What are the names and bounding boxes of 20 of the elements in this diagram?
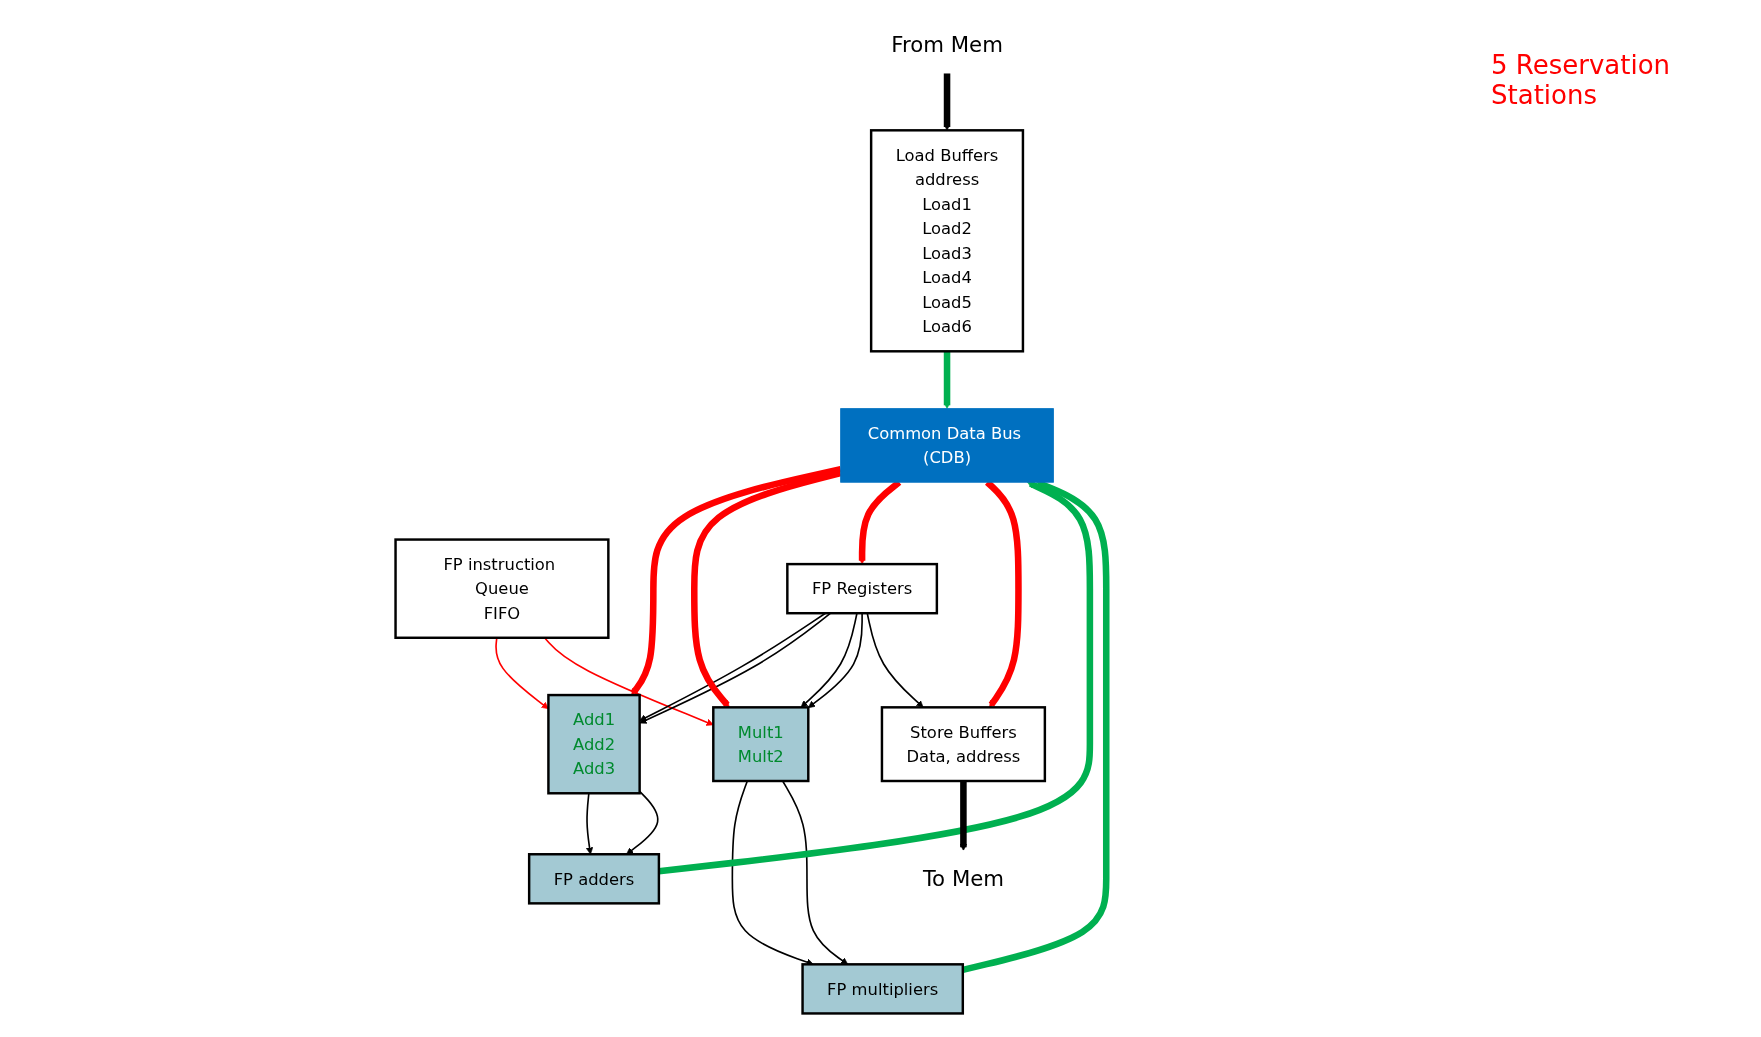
arrow (943, 351, 951, 409)
arrow (658, 480, 1093, 875)
node-box: Add1 Add2 Add3 (546, 693, 641, 795)
node-box: FP instruction Queue FIFO (393, 538, 610, 639)
node-box: Common Data Bus (CDB) (839, 408, 1054, 483)
node-text: From Mem (890, 32, 1003, 57)
node-box: Mult1 Mult2 (711, 706, 810, 783)
arrow (959, 781, 967, 851)
node-text: To Mem (922, 866, 1004, 891)
node-box: Load Buffers address Load1 Load2 Load3 Load4 Load5 Load6 (869, 129, 1024, 353)
node-box: FP multipliers (800, 963, 964, 1015)
node-box: FP Registers (785, 562, 938, 615)
arrow (961, 480, 1110, 973)
note-text: 5 Reservation Stations (1491, 50, 1672, 110)
arrow (690, 469, 842, 708)
node-box: FP adders (527, 853, 660, 905)
node-box: Store Buffers Data, address (880, 706, 1046, 783)
arrow (625, 790, 659, 855)
arrow (943, 73, 951, 131)
arrow (630, 465, 841, 696)
